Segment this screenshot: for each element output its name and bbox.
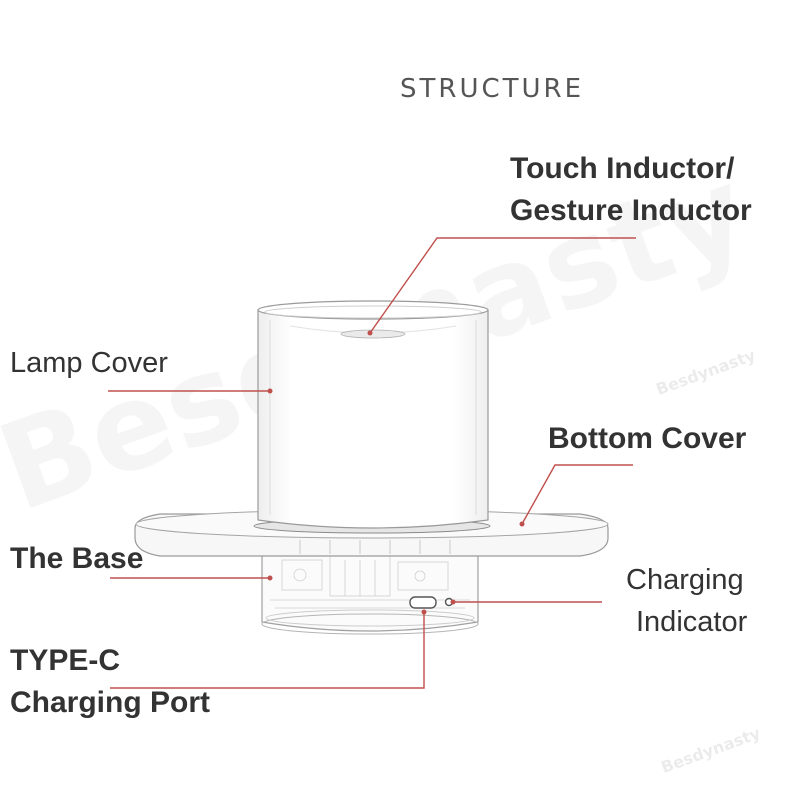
label-touch-inductor-line2: Gesture Inductor — [510, 194, 752, 227]
label-the-base: The Base — [10, 538, 143, 580]
label-lamp-cover: Lamp Cover — [10, 342, 168, 384]
leader-line-touch-inductor — [369, 237, 636, 334]
lamp-cover-cylinder — [257, 300, 489, 529]
label-charging-indicator-line2: Indicator — [636, 606, 748, 638]
label-lamp-cover-line1: Lamp Cover — [10, 347, 168, 379]
leader-dot-lamp-cover — [267, 388, 273, 394]
label-touch-inductor: Touch Inductor/ Gesture Inductor — [510, 148, 752, 232]
base-body — [261, 548, 479, 635]
label-type-c-line1: TYPE-C — [10, 644, 121, 677]
leader-dot-touch-inductor — [367, 330, 373, 336]
label-bottom-cover-line1: Bottom Cover — [548, 422, 747, 455]
leader-line-bottom-cover — [521, 464, 633, 525]
leader-line-type-c — [110, 612, 425, 689]
label-type-c: TYPE-C Charging Port — [10, 640, 210, 724]
label-charging-indicator: Charging Indicator — [626, 559, 747, 643]
leader-dot-type-c — [421, 609, 427, 615]
label-type-c-line2: Charging Port — [10, 686, 210, 719]
type-c-port-shape — [409, 596, 437, 609]
diagram-title: STRUCTURE — [400, 74, 585, 104]
leader-dot-bottom-cover — [519, 521, 525, 527]
label-bottom-cover: Bottom Cover — [548, 418, 746, 460]
label-touch-inductor-line1: Touch Inductor/ — [510, 152, 735, 185]
leader-dot-the-base — [267, 575, 273, 581]
label-charging-indicator-line1: Charging — [626, 564, 744, 596]
leader-dot-charging-indicator — [450, 599, 456, 605]
label-the-base-line1: The Base — [10, 542, 144, 575]
